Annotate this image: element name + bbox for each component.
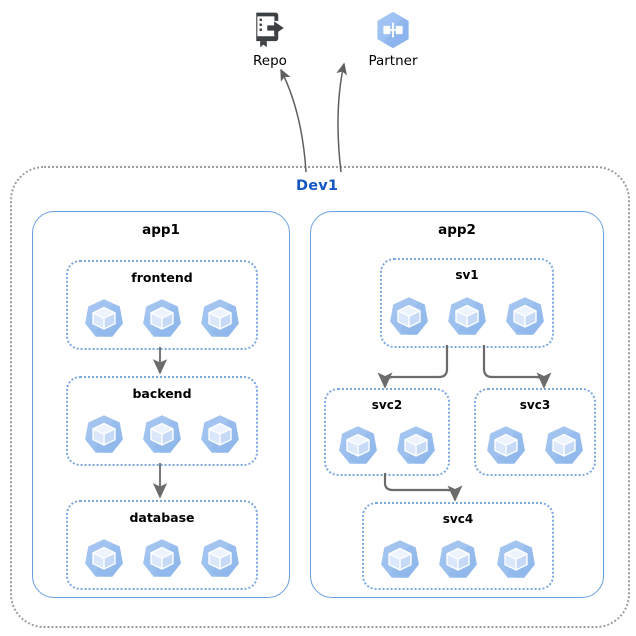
- service-label-svc2: svc2: [371, 398, 403, 412]
- service-box-svc3[interactable]: svc3: [474, 388, 596, 476]
- pod-row-svc3: [476, 420, 594, 470]
- pod-icon: [448, 297, 486, 335]
- service-box-frontend[interactable]: frontend: [66, 260, 258, 350]
- service-label-svc3: svc3: [519, 398, 551, 412]
- environment-label-dev1: Dev1: [296, 178, 339, 194]
- pod-row-database: [68, 532, 256, 584]
- service-label-svc4: svc4: [442, 512, 474, 526]
- connector-dev1-to-partner: [336, 62, 347, 173]
- pod-icon: [397, 426, 435, 464]
- pod-icon: [201, 299, 239, 337]
- service-box-database[interactable]: database: [66, 500, 258, 590]
- partner-icon: [377, 11, 409, 49]
- external-node-partner-label: Partner: [368, 53, 418, 69]
- pod-row-svc2: [326, 420, 448, 470]
- pod-icon: [85, 539, 123, 577]
- pod-row-backend: [68, 408, 256, 460]
- service-box-svc4[interactable]: svc4: [362, 502, 554, 590]
- pod-icon: [381, 540, 419, 578]
- pod-icon: [201, 539, 239, 577]
- pod-icon: [85, 299, 123, 337]
- pod-icon: [506, 297, 544, 335]
- service-label-sv1: sv1: [455, 268, 479, 282]
- pod-icon: [487, 426, 525, 464]
- service-label-backend: backend: [132, 386, 192, 401]
- service-box-sv1[interactable]: sv1: [380, 258, 554, 348]
- environment-boundary-dev1[interactable]: [10, 166, 630, 628]
- service-label-frontend: frontend: [131, 270, 193, 285]
- connector-sv1-to-svc2: [377, 345, 449, 389]
- pod-icon: [85, 415, 123, 453]
- pod-icon: [339, 426, 377, 464]
- application-label-app1: app1: [142, 222, 180, 238]
- pod-icon: [497, 540, 535, 578]
- pod-icon: [143, 299, 181, 337]
- external-node-repo[interactable]: Repo: [225, 8, 315, 69]
- pod-icon: [545, 426, 583, 464]
- pod-icon: [143, 415, 181, 453]
- external-node-partner[interactable]: Partner: [348, 8, 438, 69]
- service-label-database: database: [129, 510, 195, 525]
- connector-dev1-to-repo: [280, 68, 307, 173]
- pod-icon: [390, 297, 428, 335]
- service-box-svc2[interactable]: svc2: [324, 388, 450, 476]
- application-label-app2: app2: [438, 222, 476, 238]
- connector-sv1-to-svc3: [482, 345, 552, 389]
- pod-icon: [439, 540, 477, 578]
- pod-row-frontend: [68, 292, 256, 344]
- service-box-backend[interactable]: backend: [66, 376, 258, 466]
- pod-row-svc4: [364, 534, 552, 584]
- repo-icon: [256, 12, 284, 48]
- pod-icon: [143, 539, 181, 577]
- pod-row-sv1: [382, 290, 552, 342]
- connector-svc2-to-svc4: [383, 473, 463, 502]
- pod-icon: [201, 415, 239, 453]
- external-node-repo-label: Repo: [253, 53, 287, 69]
